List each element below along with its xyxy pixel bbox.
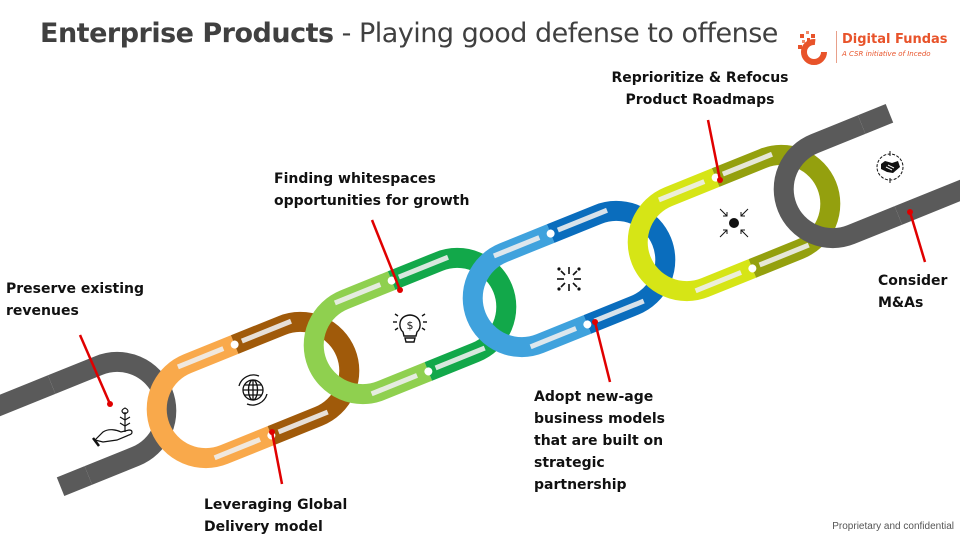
link-highlight — [556, 207, 608, 233]
link-half-left — [303, 271, 433, 405]
logo-name: Digital Fundas — [842, 32, 948, 47]
link-half-right — [230, 311, 360, 445]
link-half-left — [773, 115, 903, 249]
callout-line: M&As — [878, 295, 924, 311]
callout-line: Preserve existing — [6, 281, 145, 297]
pointer-dot — [269, 429, 275, 435]
link-highlight — [593, 298, 645, 324]
logo-mark-icon — [798, 31, 827, 65]
callout-line: strategic — [534, 455, 605, 471]
link-joint — [387, 276, 396, 285]
callout-line: revenues — [6, 303, 79, 319]
link-lime — [627, 144, 841, 302]
callout-line: Delivery model — [204, 519, 323, 535]
burst-icon — [557, 267, 581, 291]
callout-line: that are built on — [534, 433, 664, 449]
slide-title: Enterprise Products - Playing good defen… — [40, 18, 778, 49]
link-highlight — [721, 151, 773, 177]
pointer-line — [78, 334, 112, 405]
link-joint — [583, 320, 592, 329]
link-tail-bottom — [894, 172, 960, 225]
callout-new-age: Adopt new-age business models that are b… — [534, 386, 665, 496]
callout-reprioritize: Reprioritize & Refocus Product Roadmaps — [610, 67, 790, 111]
link-half-left — [462, 224, 592, 358]
callout-preserve: Preserve existing revenues — [6, 278, 144, 322]
callout-line: opportunities for growth — [274, 193, 470, 209]
link-joint — [546, 229, 555, 238]
callout-line: Reprioritize & Refocus — [611, 70, 789, 86]
svg-text:$: $ — [407, 319, 414, 332]
link-highlight — [213, 437, 261, 461]
link-highlight — [240, 318, 292, 344]
footer-confidential: Proprietary and confidential — [832, 521, 954, 532]
link-highlight — [758, 242, 810, 268]
callout-global-delivery: Leveraging Global Delivery model — [204, 494, 347, 538]
pointer-dot — [107, 401, 113, 407]
link-highlight — [277, 409, 329, 435]
callout-line: Product Roadmaps — [625, 92, 775, 108]
callout-line: partnership — [534, 477, 627, 493]
pointer-dot — [397, 287, 403, 293]
title-bold: Enterprise Products — [40, 18, 334, 49]
link-half-left — [146, 335, 276, 469]
globe-refresh-icon — [238, 374, 268, 406]
pointer-dot — [907, 209, 913, 215]
link-highlight — [176, 346, 225, 370]
pointer-line — [270, 431, 284, 485]
link-highlight — [370, 373, 418, 397]
callout-line: Consider — [878, 273, 948, 289]
callout-line: Leveraging Global — [204, 497, 348, 513]
link-tail-bottom — [56, 466, 93, 496]
pointer-dot — [717, 177, 723, 183]
logo-tagline: A CSR initiative of Incedo — [842, 50, 931, 58]
lightbulb-dollar-icon: $ — [393, 313, 427, 343]
focus-arrows-icon — [719, 208, 749, 238]
link-highlight — [434, 345, 486, 371]
link-blue — [462, 200, 676, 358]
link-joint — [424, 367, 433, 376]
hand-plant-icon — [92, 407, 133, 447]
link-highlight — [529, 326, 577, 350]
callout-mna: Consider M&As — [878, 270, 947, 314]
title-rest: - Playing good defense to offense — [333, 18, 779, 49]
link-joint — [748, 264, 757, 273]
pointer-line — [370, 219, 402, 291]
pointer-line — [593, 321, 612, 383]
link-joint — [230, 340, 239, 349]
link-half-left — [627, 168, 757, 302]
logo-divider — [836, 31, 837, 63]
link-highlight — [397, 254, 449, 280]
link-highlight — [333, 282, 382, 306]
link-tail-top — [0, 375, 56, 430]
pointer-dot — [592, 319, 598, 325]
link-half-right — [546, 200, 676, 334]
callout-line: Finding whitespaces — [274, 171, 436, 187]
link-tail-top — [857, 104, 894, 134]
callout-line: business models — [534, 411, 665, 427]
callout-whitespaces: Finding whitespaces opportunities for gr… — [274, 168, 469, 212]
handshake-icon — [876, 151, 904, 183]
callout-line: Adopt new-age — [534, 389, 654, 405]
pointer-line — [706, 119, 722, 181]
link-highlight — [492, 235, 541, 259]
digital-fundas-logo: Digital Fundas A CSR initiative of Inced… — [796, 28, 948, 68]
link-highlight — [657, 179, 706, 203]
link-gray-end — [773, 104, 960, 249]
pointer-line — [908, 211, 927, 263]
link-highlight — [694, 270, 742, 294]
